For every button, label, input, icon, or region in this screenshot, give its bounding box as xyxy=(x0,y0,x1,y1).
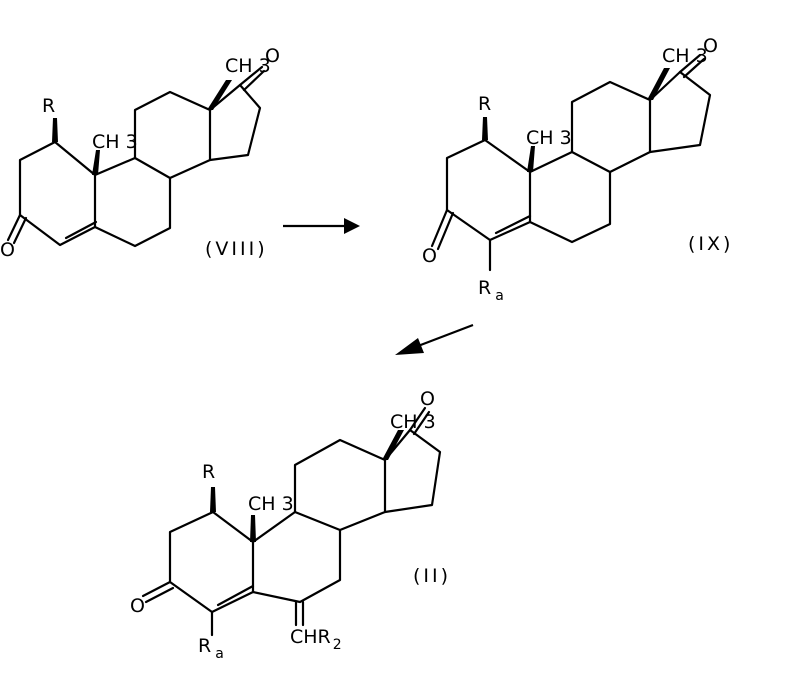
r-wedge-bond xyxy=(210,487,216,512)
ch3-top-label: CH 3 xyxy=(225,55,271,77)
reaction-arrow-2 xyxy=(395,323,474,355)
ch3-wedge-bond xyxy=(527,146,535,172)
ch3-label: CH 3 xyxy=(92,131,138,153)
ch3-label: CH 3 xyxy=(526,127,572,149)
ch3-top-wedge-bond xyxy=(382,430,404,460)
compound-viii-skeleton xyxy=(6,65,266,248)
r-wedge-bond xyxy=(482,117,488,140)
compound-label-ii: (II) xyxy=(413,565,451,587)
ch3-wedge-bond xyxy=(92,150,100,175)
ring-oxo-label: O xyxy=(0,239,15,261)
ch3-top-wedge-bond xyxy=(647,68,670,100)
top-oxo-label: O xyxy=(703,35,718,57)
r-wedge-bond xyxy=(52,118,58,142)
ring-oxo-label: O xyxy=(422,245,437,267)
ch3-top-label: CH 3 xyxy=(390,411,436,433)
reaction-arrow-1 xyxy=(283,218,360,234)
ch3-wedge-bond xyxy=(250,515,256,542)
ch3-top-label: CH 3 xyxy=(662,45,708,67)
compound-label-ix: (IX) xyxy=(688,233,733,255)
compound-viii: R CH 3 O CH 3 O (VIII) xyxy=(0,45,280,261)
compound-ix-skeleton xyxy=(430,53,712,272)
r-substituent-label: R xyxy=(202,461,215,483)
top-oxo-label: O xyxy=(420,388,435,410)
r-substituent-label: R xyxy=(42,95,55,117)
compound-label-viii: (VIII) xyxy=(205,238,268,260)
ch3-label: CH 3 xyxy=(248,493,294,515)
r-substituent-label: R xyxy=(478,93,491,115)
ch3-top-wedge-bond xyxy=(207,80,232,110)
ring-oxo-label: O xyxy=(130,595,145,617)
top-oxo-label: O xyxy=(265,45,280,67)
